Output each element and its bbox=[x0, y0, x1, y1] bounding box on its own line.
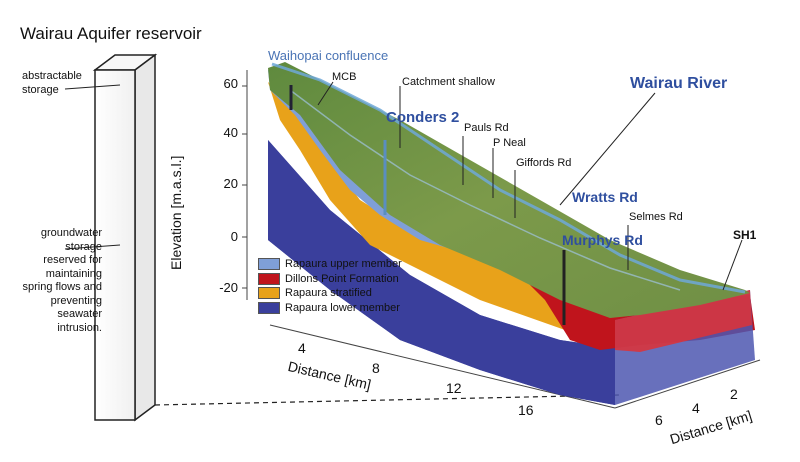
legend-item: Rapaura upper member bbox=[258, 257, 402, 272]
legend-item: Rapaura lower member bbox=[258, 301, 402, 316]
legend-label: Rapaura lower member bbox=[285, 301, 400, 314]
z-axis-line bbox=[614, 359, 761, 409]
label-giffords-rd: Giffords Rd bbox=[516, 157, 572, 169]
x-tick: 12 bbox=[446, 380, 462, 396]
river-line bbox=[271, 62, 746, 294]
storage-column bbox=[64, 53, 621, 422]
note-groundwater-storage: groundwater storage reserved for maintai… bbox=[22, 227, 103, 334]
y-tick: 60 bbox=[223, 76, 238, 91]
label-conders-2: Conders 2 bbox=[386, 109, 460, 126]
z-tick: 6 bbox=[655, 412, 663, 428]
y-tick: 20 bbox=[223, 176, 238, 191]
legend-label: Dillons Point Formation bbox=[285, 272, 399, 285]
stratified-layer bbox=[268, 82, 565, 330]
label-pauls-rd: Pauls Rd bbox=[464, 122, 509, 134]
z-tick: 4 bbox=[692, 400, 700, 416]
note-abstractable-storage: abstractable storage bbox=[22, 70, 82, 96]
legend-swatch bbox=[258, 287, 280, 300]
label-waihopai-confluence: Waihopai confluence bbox=[268, 48, 389, 63]
label-wairau-river: Wairau River bbox=[630, 75, 728, 92]
legend-swatch bbox=[258, 272, 280, 285]
x-tick: 16 bbox=[518, 402, 534, 418]
y-axis-label: Elevation [m.a.s.l.] bbox=[168, 155, 184, 270]
label-selmes-rd: Selmes Rd bbox=[629, 211, 683, 223]
label-mcb: MCB bbox=[332, 71, 357, 83]
surface-photo bbox=[268, 62, 750, 318]
page-title: Wairau Aquifer reservoir bbox=[20, 24, 202, 43]
legend-label: Rapaura stratified bbox=[285, 287, 372, 300]
y-tick: 0 bbox=[230, 229, 238, 244]
label-p-neal: P Neal bbox=[493, 137, 526, 149]
legend-swatch bbox=[258, 258, 280, 271]
label-catchment-shallow: Catchment shallow bbox=[402, 76, 495, 88]
x-tick: 8 bbox=[372, 360, 380, 376]
legend-label: Rapaura upper member bbox=[285, 258, 402, 271]
legend-item: Rapaura stratified bbox=[258, 286, 402, 301]
legend-swatch bbox=[258, 301, 280, 314]
y-tick: -20 bbox=[219, 280, 238, 295]
legend: Rapaura upper member Dillons Point Forma… bbox=[258, 257, 402, 315]
x-tick: 4 bbox=[298, 340, 306, 356]
label-murphys-rd: Murphys Rd bbox=[562, 232, 643, 248]
label-sh1: SH1 bbox=[733, 228, 757, 242]
legend-item: Dillons Point Formation bbox=[258, 272, 402, 287]
y-tick: 40 bbox=[223, 125, 238, 140]
z-tick: 2 bbox=[730, 386, 738, 402]
label-wratts-rd: Wratts Rd bbox=[572, 189, 638, 205]
